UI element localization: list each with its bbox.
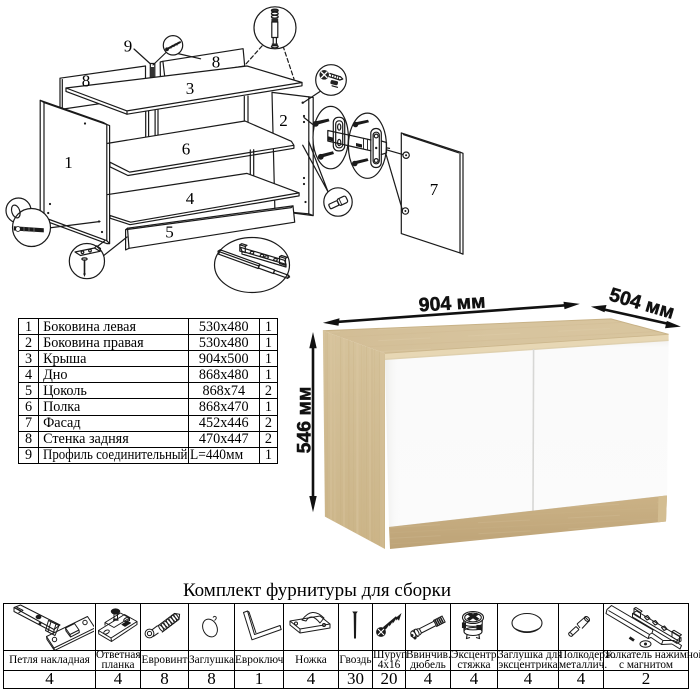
svg-text:2: 2 bbox=[279, 111, 288, 130]
svg-text:3: 3 bbox=[186, 79, 195, 98]
svg-text:1: 1 bbox=[64, 153, 73, 172]
svg-text:5: 5 bbox=[165, 223, 174, 242]
svg-text:9: 9 bbox=[124, 37, 133, 56]
svg-text:8: 8 bbox=[82, 72, 91, 91]
svg-text:904 мм: 904 мм bbox=[418, 290, 486, 316]
svg-text:7: 7 bbox=[430, 180, 439, 199]
svg-text:546 мм: 546 мм bbox=[294, 387, 316, 454]
svg-text:4: 4 bbox=[186, 189, 195, 208]
svg-text:8: 8 bbox=[212, 53, 221, 72]
svg-text:6: 6 bbox=[182, 140, 191, 159]
